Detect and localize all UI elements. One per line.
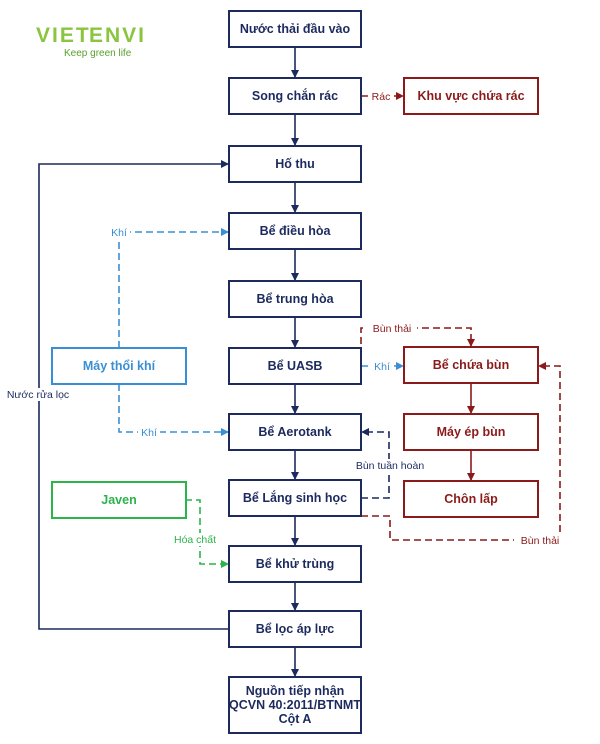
- label-background: [367, 322, 417, 335]
- logo: VIET ENVI Keep green life: [36, 24, 146, 68]
- node-screen: Song chắn rác: [228, 77, 362, 115]
- node-settling: Bể Lắng sinh học: [228, 479, 362, 517]
- node-label-neutralization: Bể trung hòa: [256, 292, 334, 306]
- node-box-input: [228, 10, 362, 48]
- node-box-sludge-tank: [403, 346, 539, 384]
- node-box-pressure-filter: [228, 610, 362, 648]
- node-pressure-filter: Bể lọc áp lực: [228, 610, 362, 648]
- label-recycle: Bùn tuần hoàn: [356, 460, 424, 472]
- node-box-trash-area: [403, 77, 539, 115]
- node-label-pit: Hố thu: [275, 157, 315, 171]
- edge-air-to-aerotank: [118, 384, 229, 436]
- edge-javen-to-disinfection: [185, 499, 229, 568]
- node-sludge-tank: Bể chứa bùn: [403, 346, 539, 384]
- node-label-receiver: Cột A: [279, 712, 312, 726]
- label-trash: Rác: [372, 91, 391, 103]
- node-sludge-press: Máy ép bùn: [403, 413, 539, 451]
- node-trash-area: Khu vực chứa rác: [403, 77, 539, 115]
- label-sludge-1: Bùn thải: [373, 323, 412, 335]
- node-label-sludge-tank: Bể chứa bùn: [433, 358, 509, 372]
- label-air-1: Khí: [111, 227, 127, 239]
- node-blower: Máy thổi khí: [51, 347, 187, 385]
- node-box-equalization: [228, 212, 362, 250]
- node-label-sludge-press: Máy ép bùn: [437, 425, 506, 439]
- node-pit: Hố thu: [228, 145, 362, 183]
- node-label-settling: Bể Lắng sinh học: [243, 490, 347, 505]
- node-disinfection: Bể khử trùng: [228, 545, 362, 583]
- node-box-sludge-press: [403, 413, 539, 451]
- node-box-screen: [228, 77, 362, 115]
- node-label-disinfection: Bể khử trùng: [256, 557, 335, 571]
- node-uasb: Bể UASB: [228, 347, 362, 385]
- node-box-blower: [51, 347, 187, 385]
- node-label-pressure-filter: Bể lọc áp lực: [256, 622, 335, 636]
- node-label-receiver: QCVN 40:2011/BTNMT: [229, 698, 361, 712]
- node-box-pit: [228, 145, 362, 183]
- node-neutralization: Bể trung hòa: [228, 280, 362, 318]
- node-label-trash-area: Khu vực chứa rác: [417, 89, 524, 103]
- node-aerotank: Bể Aerotank: [228, 413, 362, 451]
- label-backwash: Nước rửa lọc: [7, 389, 69, 401]
- node-landfill: Chôn lấp: [403, 480, 539, 518]
- edge-settling-sludge: [361, 362, 561, 541]
- node-box-receiver: [228, 676, 362, 734]
- node-label-input: Nước thải đầu vào: [240, 22, 351, 36]
- label-air-3: Khí: [374, 361, 390, 373]
- label-air-2: Khí: [141, 427, 157, 439]
- edge-air-to-equalization: [118, 228, 229, 348]
- logo-tagline: Keep green life: [64, 48, 132, 59]
- node-input: Nước thải đầu vào: [228, 10, 362, 48]
- node-label-blower: Máy thổi khí: [83, 359, 156, 373]
- node-box-javen: [51, 481, 187, 519]
- node-box-disinfection: [228, 545, 362, 583]
- label-background: [371, 360, 393, 373]
- logo-word-envi: ENVI: [89, 24, 147, 47]
- node-box-uasb: [228, 347, 362, 385]
- node-box-landfill: [403, 480, 539, 518]
- node-label-screen: Song chắn rác: [252, 88, 338, 103]
- label-sludge-2: Bùn thải: [521, 535, 560, 547]
- node-label-receiver: Nguồn tiếp nhận: [246, 684, 345, 698]
- node-label-aerotank: Bể Aerotank: [258, 425, 331, 439]
- logo-word-viet: VIET: [36, 24, 91, 47]
- label-background: [369, 89, 393, 103]
- label-chemical: Hóa chất: [174, 534, 216, 546]
- node-javen: Javen: [51, 481, 187, 519]
- label-background: [170, 533, 220, 546]
- label-background: [110, 226, 130, 239]
- label-background: [352, 459, 428, 472]
- node-label-uasb: Bể UASB: [268, 359, 323, 373]
- label-background: [4, 388, 70, 401]
- node-equalization: Bể điều hòa: [228, 212, 362, 250]
- label-background: [514, 534, 566, 547]
- node-label-javen: Javen: [101, 493, 136, 507]
- node-label-landfill: Chôn lấp: [444, 492, 498, 506]
- label-background: [138, 426, 160, 439]
- node-box-settling: [228, 479, 362, 517]
- node-box-aerotank: [228, 413, 362, 451]
- node-box-neutralization: [228, 280, 362, 318]
- node-label-equalization: Bể điều hòa: [260, 224, 332, 238]
